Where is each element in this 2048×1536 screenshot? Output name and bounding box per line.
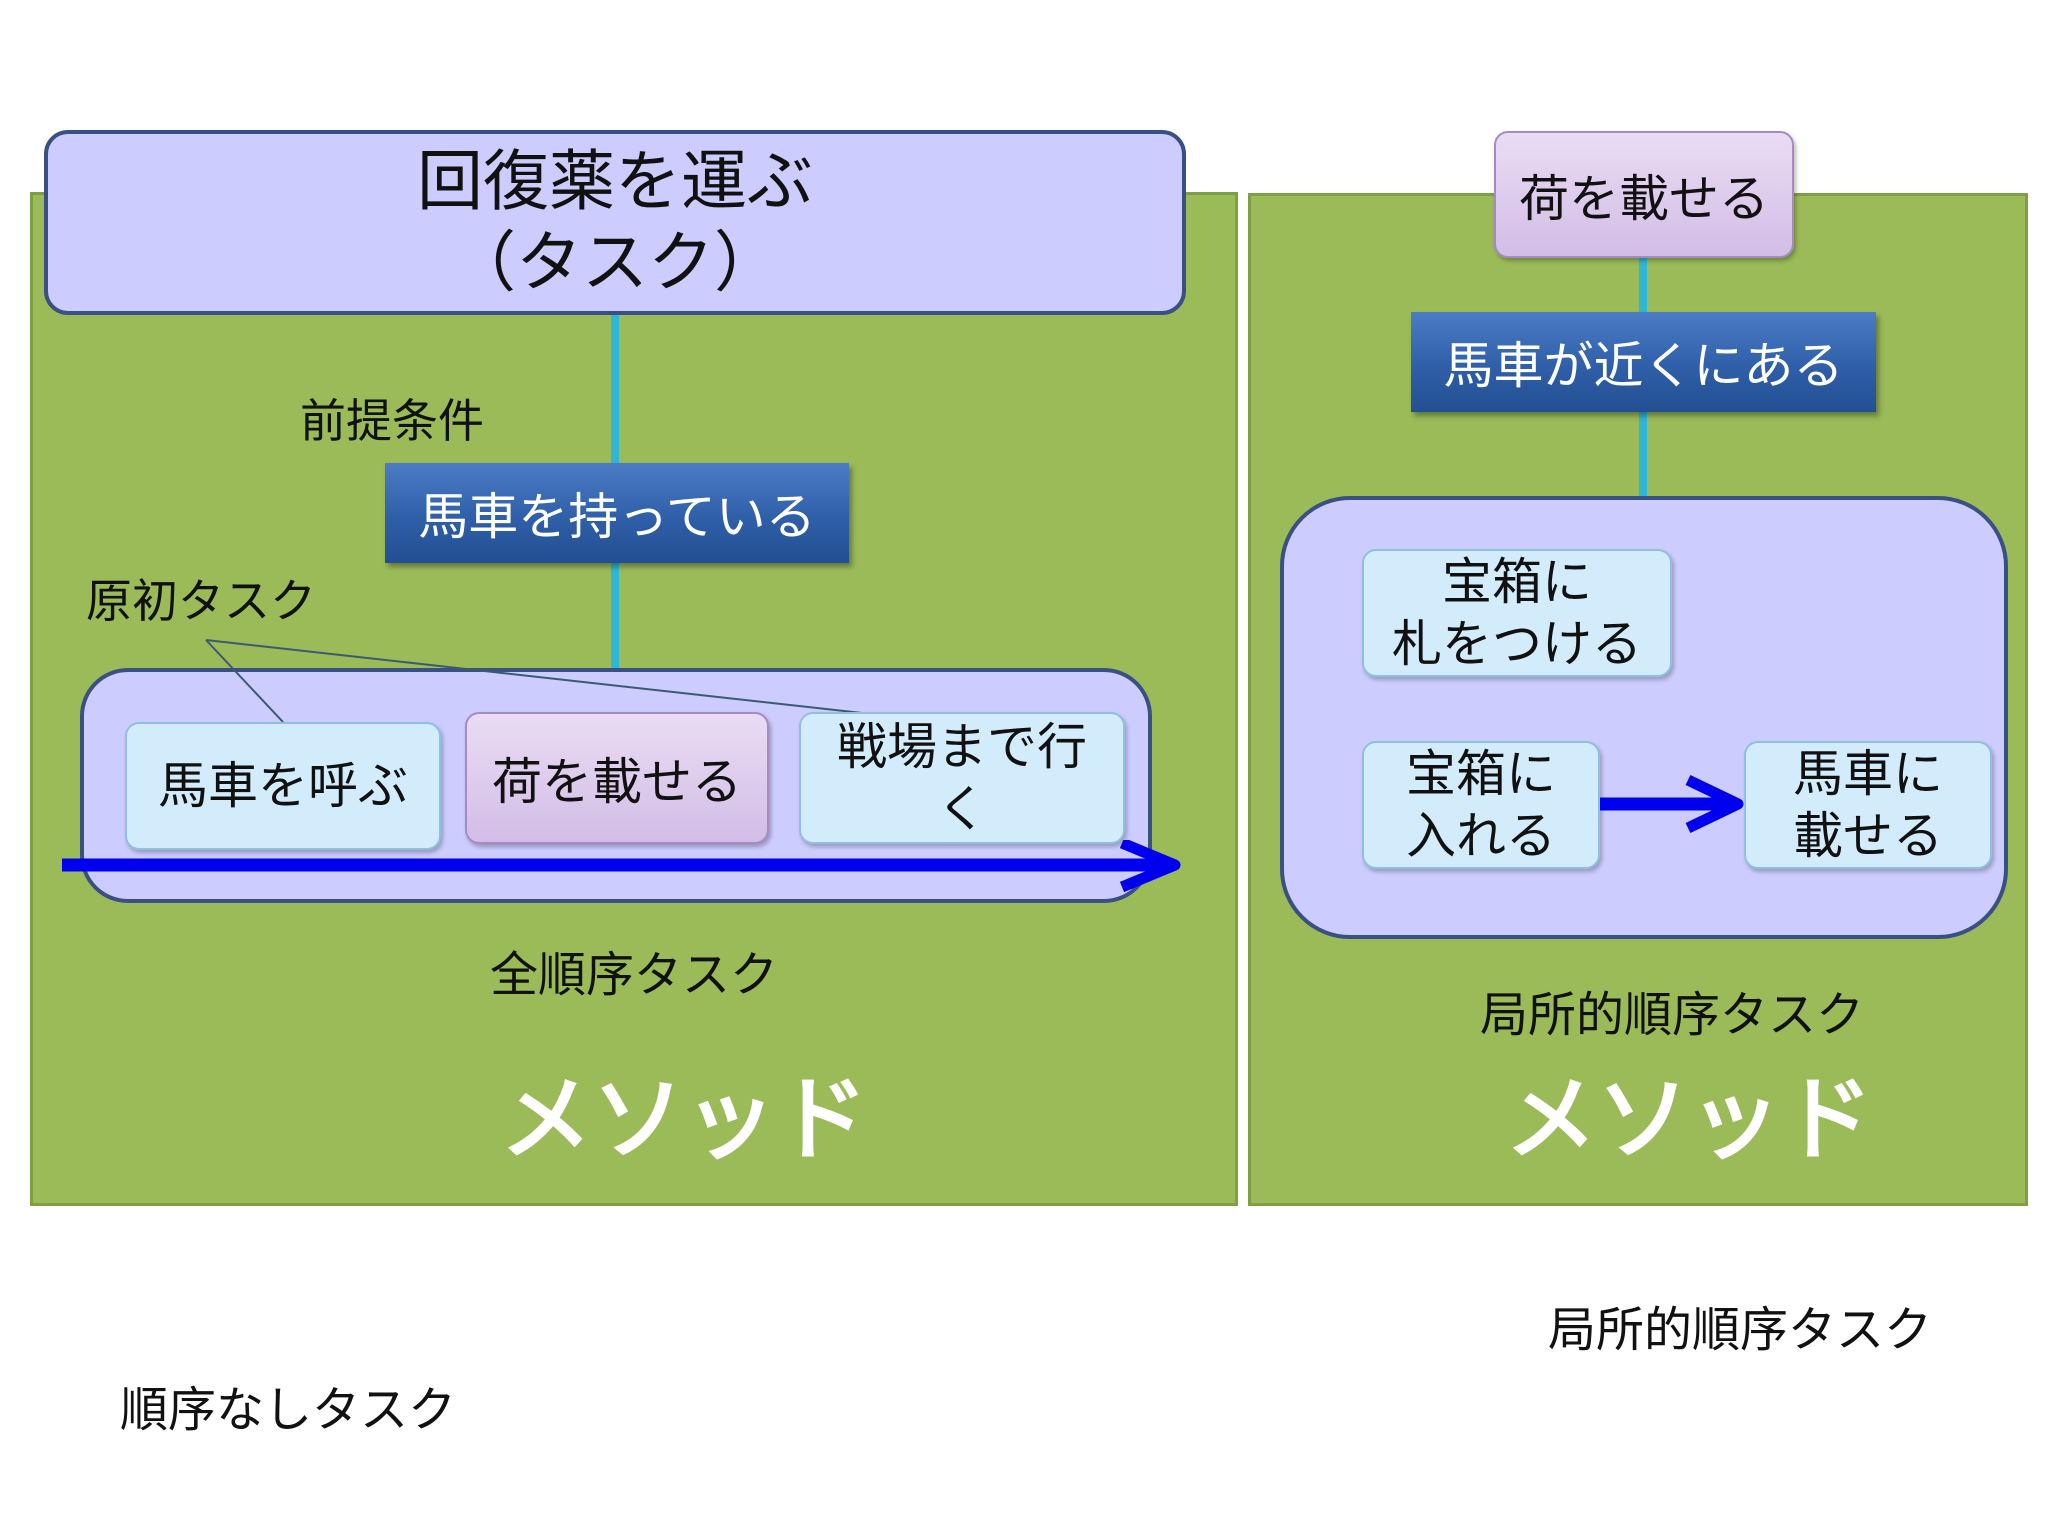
task-subtitle: （タスク） — [450, 223, 780, 301]
subtask-tag-chest: 宝箱に 札をつける — [1362, 549, 1672, 677]
footer-unordered-label: 順序なしタスク — [120, 1382, 457, 1438]
subtask-go-battlefield-line1: 戦場まで行 — [837, 717, 1087, 776]
partial-order-label: 局所的順序タスク — [1480, 987, 1865, 1043]
right-method-label: メソッド — [1505, 1066, 1874, 1173]
right-precondition-box: 馬車が近くにある — [1411, 312, 1876, 412]
right-precondition-text: 馬車が近くにある — [1443, 337, 1844, 395]
subtask-go-battlefield-line2: く — [937, 780, 987, 838]
total-order-label: 全順序タスク — [490, 947, 779, 1003]
subtask-tag-chest-line2: 札をつける — [1392, 615, 1642, 673]
footer-partial-order-label: 局所的順序タスク — [1548, 1302, 1933, 1358]
subtask-call-carriage: 馬車を呼ぶ — [125, 722, 441, 850]
subtask-put-in-chest-line2: 入れる — [1406, 807, 1556, 865]
subtask-load-cargo-label: 荷を載せる — [492, 753, 742, 811]
total-order-arrow — [62, 840, 1181, 893]
subtask-tag-chest-line1: 宝箱に — [1442, 552, 1592, 611]
subtask-load-on-carriage-line2: 載せる — [1793, 807, 1943, 865]
primitive-task-label: 原初タスク — [86, 574, 316, 628]
subtask-load-on-carriage: 馬車に 載せる — [1744, 741, 1992, 869]
precondition-box: 馬車を持っている — [385, 463, 849, 563]
precondition-label: 前提条件 — [300, 394, 484, 448]
task-box: 回復薬を運ぶ （タスク） — [44, 130, 1186, 315]
subtask-load-cargo: 荷を載せる — [465, 712, 769, 844]
right-task-box: 荷を載せる — [1494, 131, 1794, 258]
right-task-label: 荷を載せる — [1519, 169, 1769, 228]
subtask-put-in-chest: 宝箱に 入れる — [1362, 741, 1600, 869]
subtask-put-in-chest-line1: 宝箱に — [1406, 744, 1556, 803]
subtask-go-battlefield: 戦場まで行 く — [799, 712, 1125, 844]
task-title: 回復薬を運ぶ — [417, 142, 813, 220]
left-method-label: メソッド — [500, 1066, 869, 1173]
subtask-load-on-carriage-line1: 馬車に — [1793, 744, 1943, 803]
precondition-text: 馬車を持っている — [418, 488, 816, 546]
subtask-call-carriage-label: 馬車を呼ぶ — [158, 756, 408, 815]
partial-order-arrow — [1600, 775, 1744, 833]
